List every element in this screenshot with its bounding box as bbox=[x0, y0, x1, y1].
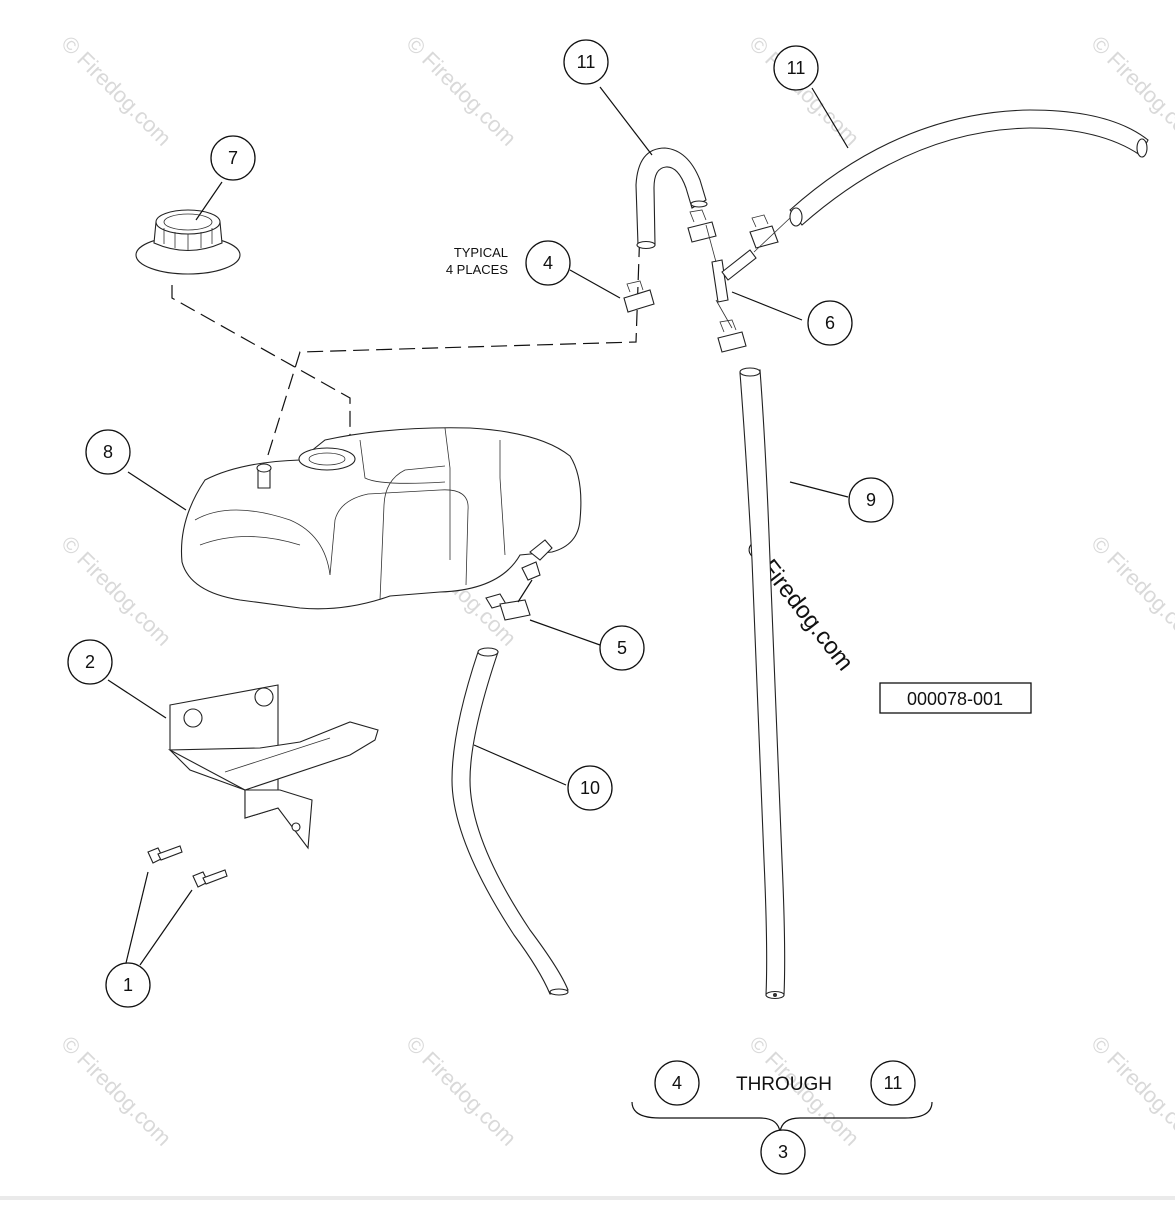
callout-2[interactable]: 2 bbox=[67, 639, 113, 685]
screws bbox=[147, 845, 228, 888]
callout-1[interactable]: 1 bbox=[105, 962, 151, 1008]
callout-label: 3 bbox=[778, 1142, 788, 1162]
watermark: © Firedog.com bbox=[1086, 1031, 1175, 1151]
vent-hose-left bbox=[635, 147, 708, 250]
reference-number: 000078-001 bbox=[907, 689, 1003, 709]
reference-box: 000078-001 bbox=[879, 682, 1032, 714]
callout-label: 7 bbox=[228, 148, 238, 168]
leader-lines bbox=[107, 86, 849, 966]
long-hose bbox=[739, 367, 786, 1000]
callout-3[interactable]: 3 bbox=[760, 1129, 806, 1175]
drain-hose bbox=[451, 647, 569, 996]
callout-11-group[interactable]: 11 bbox=[870, 1060, 916, 1106]
callout-label: 6 bbox=[825, 313, 835, 333]
note-places: 4 PLACES bbox=[446, 262, 508, 277]
callout-label: 8 bbox=[103, 442, 113, 462]
callout-label: 10 bbox=[580, 778, 600, 798]
callout-label: 4 bbox=[543, 253, 553, 273]
fuel-tank bbox=[180, 427, 582, 610]
assembly-line-tank bbox=[267, 227, 641, 456]
callout-label: 11 bbox=[884, 1073, 903, 1093]
callout-label: 5 bbox=[617, 638, 627, 658]
callout-7[interactable]: 7 bbox=[210, 135, 256, 181]
callout-5[interactable]: 5 bbox=[599, 625, 645, 671]
watermark: © Firedog.com bbox=[56, 1031, 176, 1151]
callout-label: 1 bbox=[123, 975, 133, 995]
callout-11-left[interactable]: 11 bbox=[563, 39, 609, 85]
callout-label: 2 bbox=[85, 652, 95, 672]
callout-label: 11 bbox=[577, 52, 596, 72]
tee-fitting bbox=[705, 217, 791, 329]
watermark: © Firedog.com bbox=[56, 531, 176, 651]
callout-9[interactable]: 9 bbox=[848, 477, 894, 523]
callout-label: 9 bbox=[866, 490, 876, 510]
callout-8[interactable]: 8 bbox=[85, 429, 131, 475]
watermark: © Firedog.com bbox=[401, 31, 521, 151]
assembly-line-cap bbox=[171, 285, 351, 455]
watermark: © Firedog.com bbox=[401, 1031, 521, 1151]
callout-10[interactable]: 10 bbox=[567, 765, 613, 811]
bottom-edge bbox=[0, 1196, 1175, 1200]
note-typical: TYPICAL bbox=[454, 245, 508, 260]
watermark: © Firedog.com bbox=[1086, 531, 1175, 651]
watermark: © Firedog.com bbox=[56, 31, 176, 151]
callout-6[interactable]: 6 bbox=[807, 300, 853, 346]
callout-4-group[interactable]: 4 bbox=[654, 1060, 700, 1106]
vent-hose-right bbox=[789, 109, 1149, 227]
callout-label: 11 bbox=[787, 58, 806, 78]
inline-fitting bbox=[485, 561, 541, 621]
group-brace bbox=[631, 1101, 933, 1133]
callout-label: 4 bbox=[672, 1073, 682, 1093]
through-label: THROUGH bbox=[736, 1074, 832, 1095]
callout-11-right[interactable]: 11 bbox=[773, 45, 819, 91]
callout-4[interactable]: 4 bbox=[525, 240, 571, 286]
fuel-cap bbox=[135, 209, 241, 275]
tank-bracket bbox=[167, 684, 379, 850]
